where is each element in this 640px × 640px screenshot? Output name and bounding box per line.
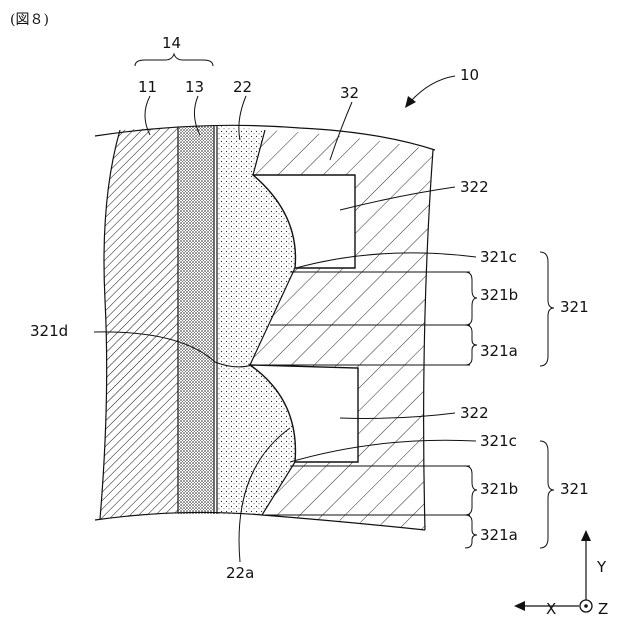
ref-321c-bottom-label: 321c: [480, 432, 517, 450]
ref-321-bottom-label: 321: [560, 480, 589, 498]
ref-13-label: 13: [185, 78, 204, 96]
brace-321-top: [540, 252, 554, 366]
z-axis-dot: [584, 604, 588, 608]
ref-10-arrow: [410, 76, 455, 102]
ref-22-label: 22: [233, 78, 252, 96]
ref-321a-bottom-label: 321a: [480, 526, 518, 544]
ref-322-bottom-label: 322: [460, 404, 489, 422]
ref-11-label: 11: [138, 78, 157, 96]
layer-11-region: [100, 127, 178, 519]
y-axis-arrowhead: [581, 530, 591, 541]
ref-321b-bottom-label: 321b: [480, 480, 518, 498]
ref-321b-top-label: 321b: [480, 286, 518, 304]
brace-321a-top: [465, 325, 477, 365]
ref-32-label: 32: [340, 84, 359, 102]
brace-321a-bottom: [465, 515, 477, 548]
y-axis-label: Y: [596, 558, 607, 576]
figure-label: (図８): [10, 12, 49, 28]
ref-321d-label: 321d: [30, 322, 68, 340]
ref-14-brace: [135, 54, 213, 66]
brace-321-bottom: [540, 441, 554, 548]
x-axis-arrowhead: [514, 601, 525, 611]
ref-321-top-label: 321: [560, 298, 589, 316]
z-axis-label: Z: [598, 600, 608, 618]
layer-13-region: [178, 126, 214, 514]
ref-321a-top-label: 321a: [480, 342, 518, 360]
ref-10-label: 10: [460, 66, 479, 84]
ref-22a-label: 22a: [226, 564, 254, 582]
ref-322-top-label: 322: [460, 178, 489, 196]
brace-321b-top: [465, 272, 477, 325]
brace-321b-bottom: [465, 466, 477, 515]
ref-14-label: 14: [162, 34, 181, 52]
ref-321c-top-label: 321c: [480, 248, 517, 266]
x-axis-label: X: [546, 600, 556, 618]
